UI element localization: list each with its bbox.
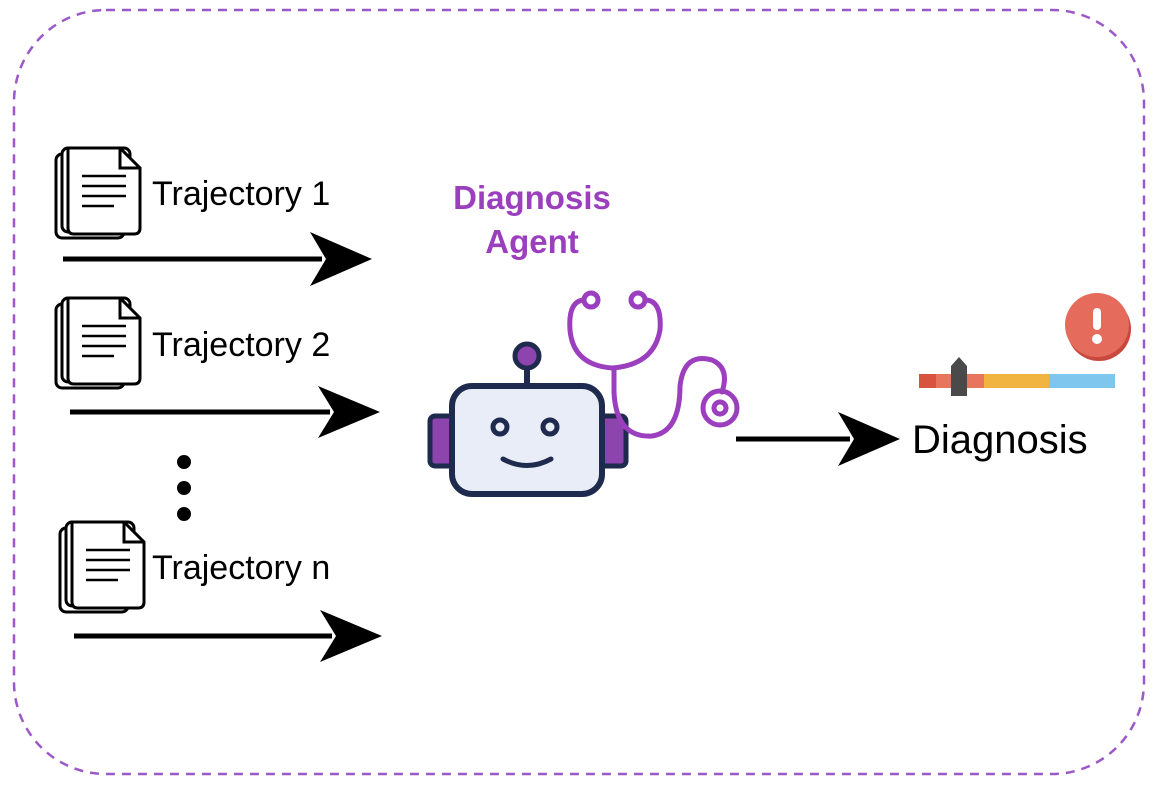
document-stack-icon — [54, 146, 142, 240]
trajectory-n-label: Trajectory n — [152, 549, 331, 587]
arrow-output — [736, 412, 900, 466]
trajectory-1-label: Trajectory 1 — [152, 175, 331, 213]
diagnosis-output-label: Diagnosis — [912, 418, 1088, 462]
document-stack-icon — [58, 520, 146, 614]
robot-icon — [427, 341, 629, 497]
trajectory-2-label: Trajectory 2 — [152, 326, 331, 364]
exclamation-alert-icon — [1065, 293, 1131, 361]
ellipsis-dots — [177, 455, 191, 521]
document-stack-icon — [54, 296, 142, 390]
arrow-trajectory-n — [74, 610, 382, 662]
agent-title-line-2: Agent — [485, 223, 579, 260]
agent-title: Diagnosis Agent — [412, 176, 652, 264]
arrow-trajectory-1 — [63, 232, 372, 286]
severity-bar-icon — [919, 357, 1115, 396]
stethoscope-icon — [567, 290, 740, 439]
dashed-container-border — [12, 8, 1146, 776]
arrow-trajectory-2 — [70, 386, 380, 438]
agent-title-line-1: Diagnosis — [453, 179, 611, 216]
